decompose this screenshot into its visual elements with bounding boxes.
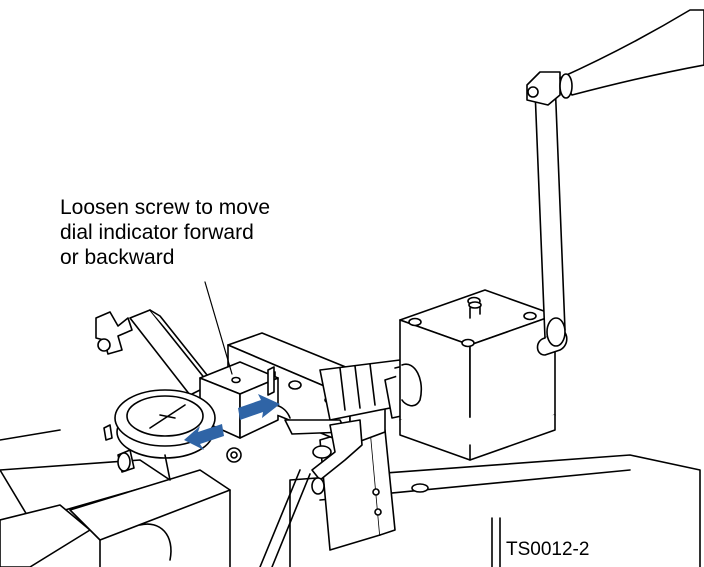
callout-line-3: or backward (60, 246, 175, 269)
callout-leader-line (204, 281, 233, 375)
base-plate (289, 454, 701, 567)
callout-line-2: dial indicator forward (60, 221, 254, 244)
callout-text: Loosen screw to move dial indicator forw… (60, 195, 360, 270)
clamp-lever (259, 403, 363, 495)
dial-indicator (103, 389, 216, 481)
double-headed-arrow-icon (184, 394, 280, 450)
left-bar (0, 429, 231, 567)
callout-line-1: Loosen screw to move (60, 196, 271, 219)
valve-block (399, 289, 556, 461)
crank-handle (526, 9, 704, 356)
figure-id-label: TS0012-2 (506, 539, 590, 560)
indicator-arm (95, 309, 216, 396)
